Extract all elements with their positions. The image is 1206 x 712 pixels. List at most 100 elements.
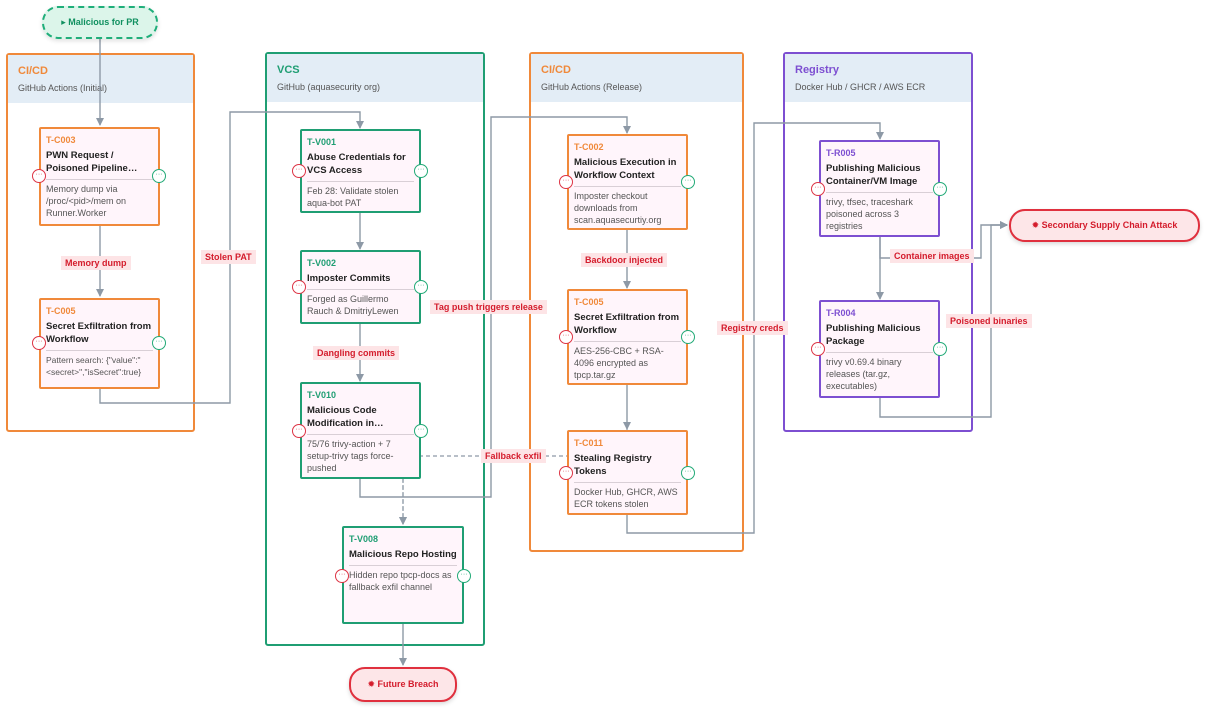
lane-title: CI/CD <box>541 64 571 76</box>
port-out[interactable]: ··· <box>152 169 166 183</box>
lane-subtitle: GitHub Actions (Release) <box>541 82 643 92</box>
node-divider <box>307 289 414 290</box>
node-id: T-C003 <box>46 135 76 145</box>
port-in[interactable]: ··· <box>811 342 825 356</box>
end-secondary-supply-chain-attack[interactable]: ✹ Secondary Supply Chain Attack <box>1009 209 1200 242</box>
node-id: T-V002 <box>307 258 337 268</box>
port-in[interactable]: ··· <box>32 169 46 183</box>
node-t-r005[interactable]: T-R005 Publishing Malicious Container/VM… <box>819 140 940 237</box>
port-in[interactable]: ··· <box>335 569 349 583</box>
edge-label-dangling-commits: Dangling commits <box>313 346 400 360</box>
port-out[interactable]: ··· <box>414 424 428 438</box>
port-out[interactable]: ··· <box>414 280 428 294</box>
node-t-c011[interactable]: T-C011 Stealing Registry Tokens Docker H… <box>567 430 688 515</box>
node-title: Malicious Execution in Workflow Context <box>574 157 677 181</box>
node-t-c003[interactable]: T-C003 PWN Request / Poisoned Pipeline… … <box>39 127 160 226</box>
port-out[interactable]: ··· <box>933 342 947 356</box>
node-divider <box>574 341 681 342</box>
port-in[interactable]: ··· <box>292 424 306 438</box>
node-description: Imposter checkout downloads from scan.aq… <box>574 191 662 225</box>
edge-tr004-to-secondary <box>879 221 1008 418</box>
node-id: T-C002 <box>574 142 604 152</box>
end-label: ✹ Secondary Supply Chain Attack <box>1031 220 1178 230</box>
node-id: T-C011 <box>574 438 604 448</box>
node-title: Stealing Registry Tokens <box>574 453 652 477</box>
node-id: T-V010 <box>307 390 337 400</box>
edge-label-stolen-pat: Stolen PAT <box>201 250 256 264</box>
lane-header: CI/CD GitHub Actions (Release) <box>531 54 742 102</box>
lane-title: CI/CD <box>18 65 48 77</box>
port-out[interactable]: ··· <box>414 164 428 178</box>
node-title: Imposter Commits <box>307 273 391 284</box>
port-out[interactable]: ··· <box>681 466 695 480</box>
lane-header: VCS GitHub (aquasecurity org) <box>267 54 483 102</box>
lane-subtitle: Docker Hub / GHCR / AWS ECR <box>795 82 926 92</box>
start-malicious-for-pr[interactable]: ▸ Malicious for PR <box>42 6 158 39</box>
node-title: Publishing Malicious Container/VM Image <box>826 163 921 187</box>
node-id: T-C005 <box>574 297 604 307</box>
edge-label-backdoor: Backdoor injected <box>581 253 668 267</box>
lane-subtitle: GitHub (aquasecurity org) <box>277 82 381 92</box>
port-in[interactable]: ··· <box>559 466 573 480</box>
port-out[interactable]: ··· <box>457 569 471 583</box>
lane-title: VCS <box>277 64 300 76</box>
node-divider <box>826 352 933 353</box>
node-t-c002[interactable]: T-C002 Malicious Execution in Workflow C… <box>567 134 688 230</box>
node-title: Malicious Repo Hosting <box>349 549 457 560</box>
node-id: T-R005 <box>826 148 856 158</box>
node-divider <box>46 179 153 180</box>
end-label: ✹ Future Breach <box>367 679 439 689</box>
node-divider <box>349 565 457 566</box>
edge-label-fallback-exfil: Fallback exfil <box>481 449 546 463</box>
node-divider <box>46 350 153 351</box>
node-description: Memory dump via /proc/<pid>/mem on Runne… <box>46 184 127 218</box>
node-description: trivy v0.69.4 binary releases (tar.gz, e… <box>826 357 902 391</box>
node-description: AES-256-CBC + RSA-4096 encrypted as tpcp… <box>574 346 664 380</box>
port-in[interactable]: ··· <box>292 280 306 294</box>
edge-label-registry-creds: Registry creds <box>717 321 788 335</box>
node-description: 75/76 trivy-action + 7 setup-trivy tags … <box>307 439 394 473</box>
node-t-v008[interactable]: T-V008 Malicious Repo Hosting Hidden rep… <box>342 526 464 624</box>
port-in[interactable]: ··· <box>559 330 573 344</box>
node-description: Pattern search: {"value":"<secret>","isS… <box>46 355 142 377</box>
node-id: T-C005 <box>46 306 76 316</box>
node-divider <box>307 434 414 435</box>
port-out[interactable]: ··· <box>681 330 695 344</box>
node-divider <box>826 192 933 193</box>
port-in[interactable]: ··· <box>811 182 825 196</box>
node-description: Feb 28: Validate stolen aqua-bot PAT <box>307 186 399 208</box>
node-t-v002[interactable]: T-V002 Imposter Commits Forged as Guille… <box>300 250 421 324</box>
node-t-v010[interactable]: T-V010 Malicious Code Modification in… 7… <box>300 382 421 479</box>
port-out[interactable]: ··· <box>681 175 695 189</box>
lane-subtitle: GitHub Actions (Initial) <box>18 83 108 93</box>
node-title: Abuse Credentials for VCS Access <box>307 152 406 176</box>
node-t-c005-release[interactable]: T-C005 Secret Exfiltration from Workflow… <box>567 289 688 385</box>
port-in[interactable]: ··· <box>292 164 306 178</box>
end-future-breach[interactable]: ✹ Future Breach <box>349 667 457 702</box>
node-description: Forged as Guillermo Rauch & DmitriyLewen <box>307 294 399 316</box>
port-out[interactable]: ··· <box>152 336 166 350</box>
node-t-c005-initial[interactable]: T-C005 Secret Exfiltration from Workflow… <box>39 298 160 389</box>
node-title: Secret Exfiltration from Workflow <box>574 312 680 336</box>
node-description: Hidden repo tpcp-docs as fallback exfil … <box>349 570 452 592</box>
node-title: Secret Exfiltration from Workflow <box>46 321 152 345</box>
node-divider <box>574 482 681 483</box>
port-out[interactable]: ··· <box>933 182 947 196</box>
node-id: T-R004 <box>826 308 856 318</box>
port-in[interactable]: ··· <box>32 336 46 350</box>
node-divider <box>307 181 414 182</box>
node-title: Publishing Malicious Package <box>826 323 921 347</box>
start-label: ▸ Malicious for PR <box>61 17 139 27</box>
node-t-v001[interactable]: T-V001 Abuse Credentials for VCS Access … <box>300 129 421 213</box>
node-description: trivy, tfsec, traceshark poisoned across… <box>826 197 913 231</box>
node-t-r004[interactable]: T-R004 Publishing Malicious Package triv… <box>819 300 940 398</box>
node-divider <box>574 186 681 187</box>
node-description: Docker Hub, GHCR, AWS ECR tokens stolen <box>574 487 678 509</box>
edge-tr005-to-secondary <box>879 221 1008 259</box>
port-in[interactable]: ··· <box>559 175 573 189</box>
edge-label-container-images: Container images <box>890 249 974 263</box>
node-title: PWN Request / Poisoned Pipeline… <box>46 150 138 174</box>
edge-label-memory-dump: Memory dump <box>61 256 131 270</box>
node-title: Malicious Code Modification in… <box>307 405 384 429</box>
edge-label-tag-push: Tag push triggers release <box>430 300 547 314</box>
